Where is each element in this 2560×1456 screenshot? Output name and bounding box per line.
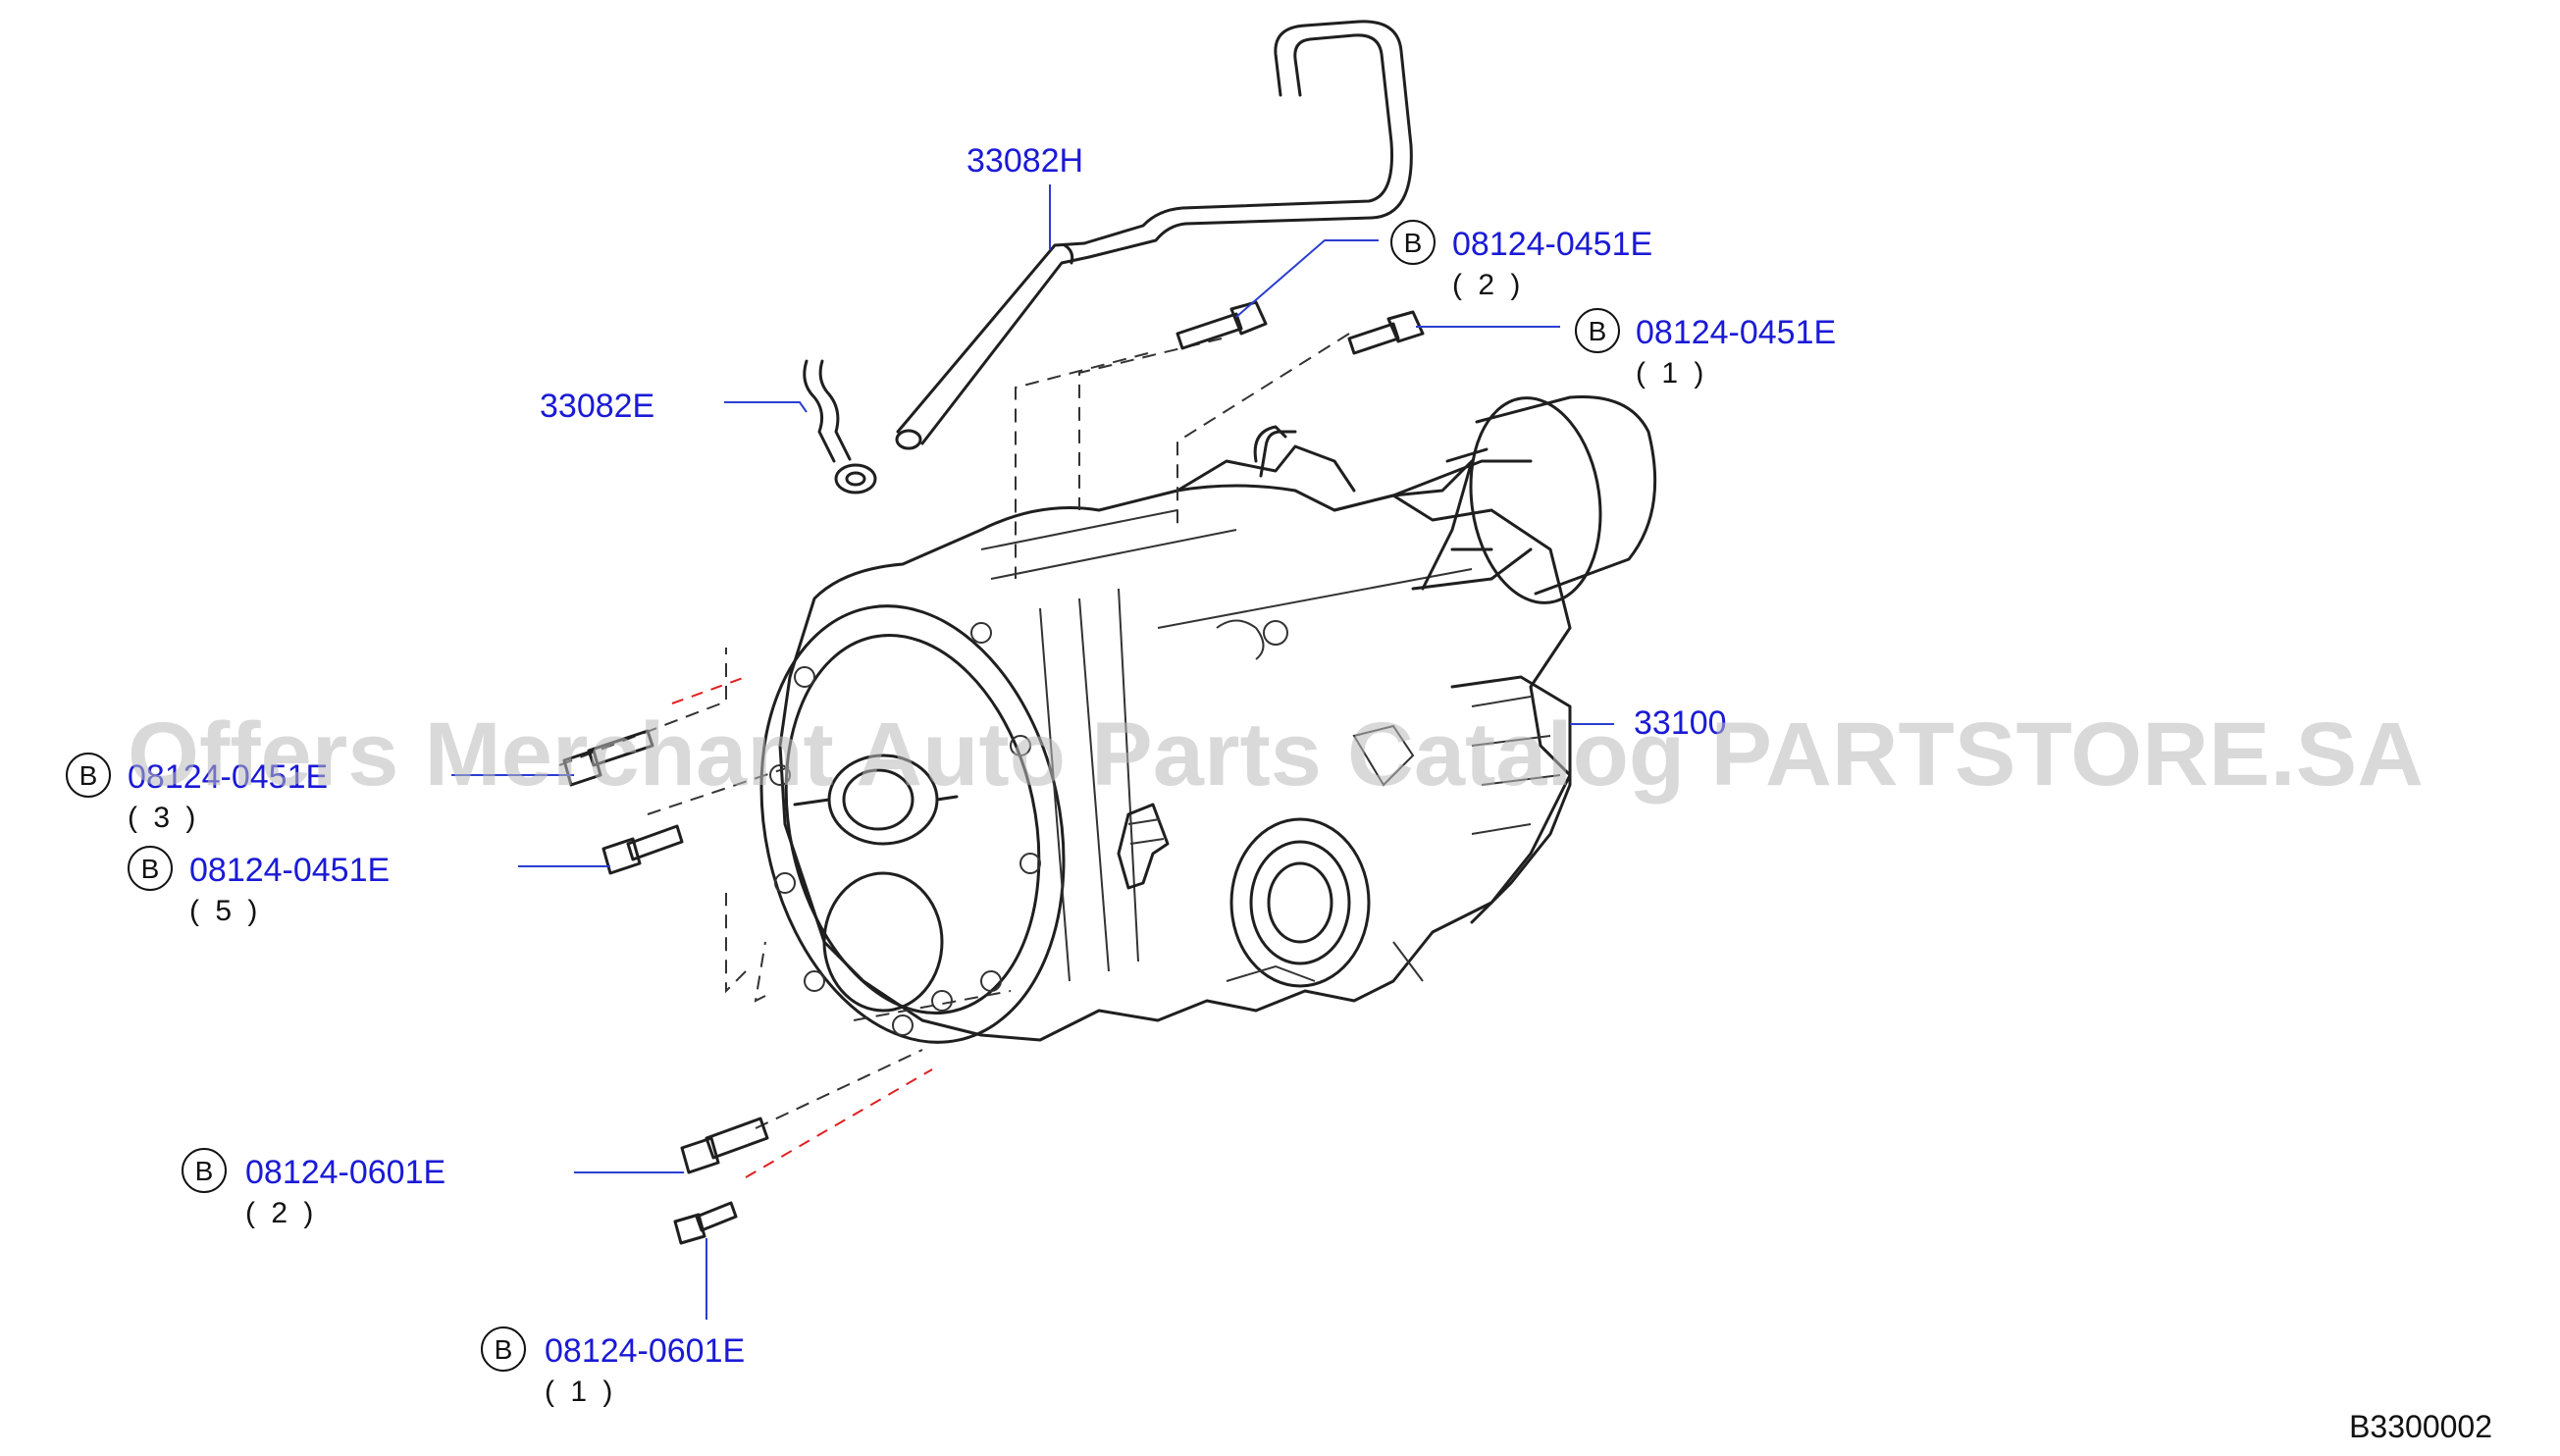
callout-b2[interactable]: B 08124-0451E ( 1 ) (1575, 308, 1836, 390)
b1-quantity: ( 2 ) (1452, 269, 1524, 301)
b2-part-number[interactable]: 08124-0451E (1636, 314, 1836, 351)
watermark: Offers Merchant Auto Parts Catalog PARTS… (128, 704, 2424, 805)
b-marker: B (79, 760, 98, 791)
diagram-code: B3300002 (2349, 1409, 2492, 1444)
b4-quantity: ( 5 ) (189, 895, 261, 927)
b5-quantity: ( 2 ) (245, 1197, 317, 1229)
b6-quantity: ( 1 ) (545, 1376, 616, 1408)
callout-b1[interactable]: B 08124-0451E ( 2 ) (1390, 220, 1652, 301)
b-marker: B (495, 1334, 513, 1365)
callout-b6[interactable]: B 08124-0601E ( 1 ) (481, 1326, 745, 1408)
callout-b3[interactable]: B 08124-0451E ( 3 ) (66, 753, 328, 834)
b6-part-number[interactable]: 08124-0601E (545, 1332, 745, 1370)
bolt-bottom-short[interactable] (673, 1201, 738, 1245)
clip-33082e[interactable] (803, 359, 877, 494)
b-marker: B (1404, 228, 1423, 258)
bolt-left-upper[interactable] (562, 729, 654, 787)
callout-b5[interactable]: B 08124-0601E ( 2 ) (182, 1148, 445, 1229)
callout-33082e[interactable]: 33082E (540, 388, 654, 425)
b-circle (1575, 308, 1620, 353)
callout-33100[interactable]: 33100 (1634, 704, 1727, 742)
b5-part-number[interactable]: 08124-0601E (245, 1154, 445, 1191)
b1-part-number[interactable]: 08124-0451E (1452, 226, 1652, 263)
b3-part-number[interactable]: 08124-0451E (128, 758, 328, 796)
b-circle (66, 753, 111, 798)
bolt-top-center[interactable] (1176, 300, 1268, 350)
leader-lines (451, 184, 1614, 1320)
b2-quantity: ( 1 ) (1636, 357, 1707, 390)
b-circle (182, 1148, 227, 1193)
b-marker: B (195, 1156, 214, 1186)
b-circle (1390, 220, 1436, 265)
bolt-left-lower[interactable] (601, 824, 684, 875)
b-circle (128, 846, 173, 891)
b3-quantity: ( 3 ) (128, 802, 199, 834)
b-marker: B (141, 854, 160, 884)
callout-b4[interactable]: B 08124-0451E ( 5 ) (128, 846, 390, 927)
b-circle (481, 1326, 526, 1372)
breather-hose-33082h[interactable] (895, 20, 1413, 450)
bolt-bottom-long[interactable] (680, 1117, 769, 1174)
assembly-dashed-lines (558, 333, 1350, 1178)
callout-33082h[interactable]: 33082H (967, 142, 1083, 180)
b4-part-number[interactable]: 08124-0451E (189, 852, 390, 889)
b-marker: B (1589, 316, 1607, 346)
bolt-top-right[interactable] (1347, 310, 1425, 355)
transfer-case-33100[interactable] (722, 390, 1657, 1070)
